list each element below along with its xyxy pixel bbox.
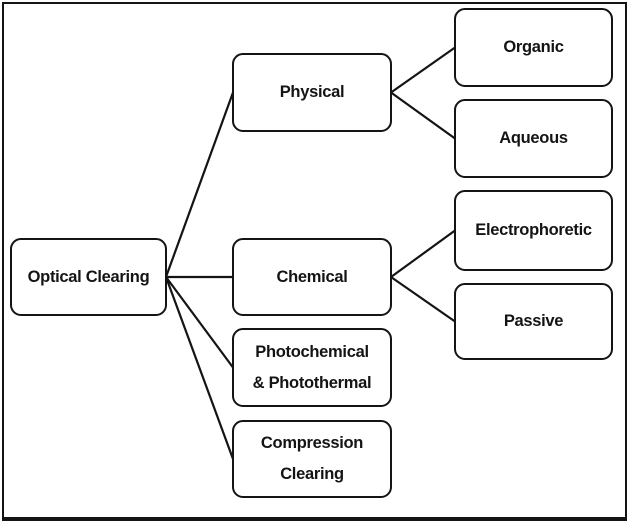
node-aqueous-label: Aqueous bbox=[499, 129, 568, 147]
node-chemical-label: Chemical bbox=[276, 267, 348, 286]
node-passive-label: Passive bbox=[503, 312, 564, 330]
node-photochemical-photothermal: Photochemical & Photothermal bbox=[232, 328, 392, 407]
node-compression-clearing-label-line2: Clearing bbox=[280, 465, 344, 483]
node-optical-clearing-label: Optical Clearing bbox=[27, 267, 150, 286]
node-passive: Passive bbox=[454, 283, 613, 360]
node-optical-clearing: Optical Clearing bbox=[10, 238, 167, 316]
node-aqueous: Aqueous bbox=[454, 99, 613, 178]
node-compression-clearing-label-line1: Compression bbox=[260, 434, 364, 452]
node-chemical: Chemical bbox=[232, 238, 392, 316]
node-organic-label: Organic bbox=[503, 38, 564, 56]
node-physical: Physical bbox=[232, 53, 392, 132]
node-photochemical-photothermal-label-line2: & Photothermal bbox=[252, 373, 372, 392]
node-physical-label: Physical bbox=[279, 83, 345, 101]
node-compression-clearing: Compression Clearing bbox=[232, 420, 392, 498]
node-organic: Organic bbox=[454, 8, 613, 87]
node-electrophoretic-label: Electrophoretic bbox=[475, 221, 592, 239]
node-electrophoretic: Electrophoretic bbox=[454, 190, 613, 271]
node-photochemical-photothermal-label-line1: Photochemical bbox=[255, 342, 369, 361]
